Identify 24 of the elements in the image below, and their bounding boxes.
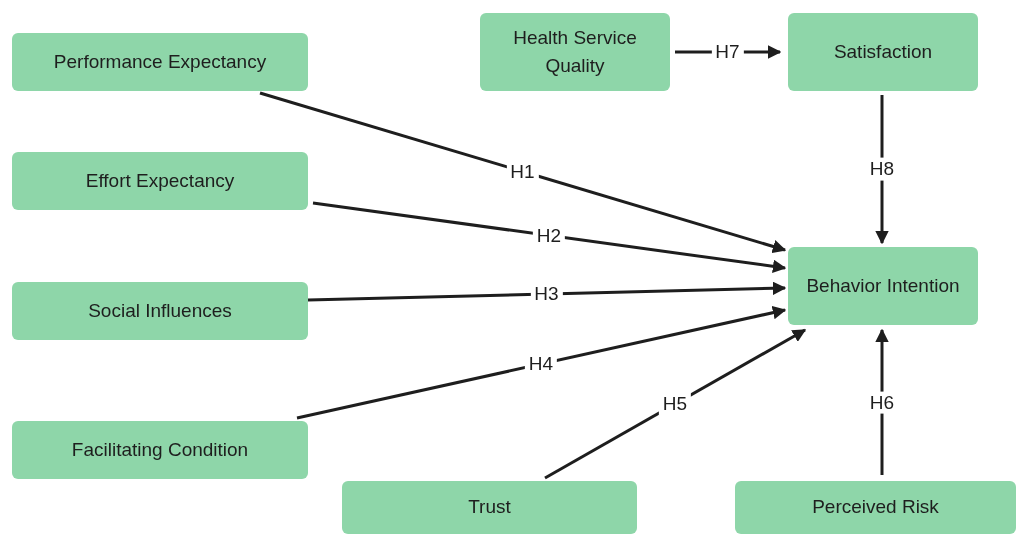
construct-label: Facilitating Condition bbox=[71, 437, 249, 462]
construct-label: Social Influences bbox=[88, 298, 232, 323]
construct-box bbox=[12, 282, 308, 340]
construct-box bbox=[735, 481, 1016, 534]
construct-label: Trust bbox=[468, 495, 511, 520]
arrow bbox=[259, 91, 787, 253]
construct-label: Behavior Intention bbox=[806, 273, 960, 298]
construct-box bbox=[480, 13, 670, 91]
arrow bbox=[296, 306, 787, 420]
construct-box bbox=[12, 152, 308, 210]
construct-box bbox=[788, 13, 978, 91]
arrow bbox=[312, 201, 787, 274]
construct-box bbox=[12, 421, 308, 479]
construct-box bbox=[788, 247, 978, 325]
construct-label: Satisfaction bbox=[833, 39, 933, 64]
construct-label: Performance Expectancy bbox=[53, 49, 267, 74]
arrow bbox=[544, 328, 807, 480]
construct-label: Perceived Risk bbox=[812, 495, 939, 520]
edge-label: H5 bbox=[658, 392, 692, 416]
construct-label: Health Service Quality bbox=[512, 25, 638, 78]
construct-box bbox=[342, 481, 637, 534]
construct-label: Effort Expectancy bbox=[85, 168, 235, 193]
construct-box bbox=[12, 33, 308, 91]
arrow bbox=[307, 281, 787, 302]
